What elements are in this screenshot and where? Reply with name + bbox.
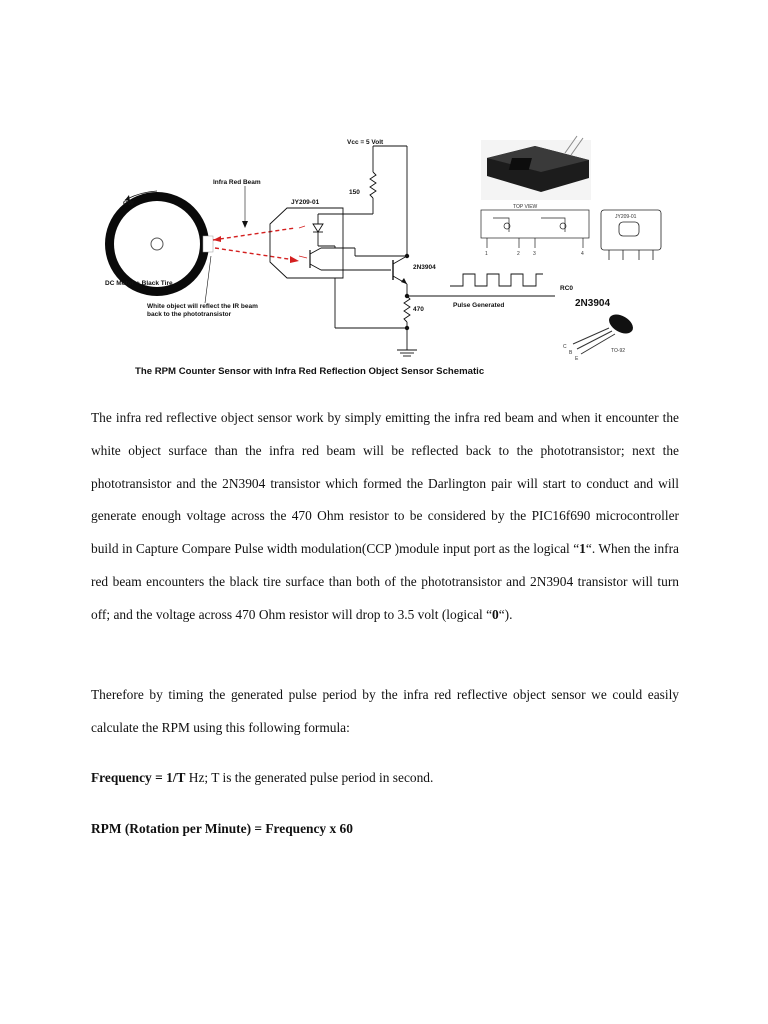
junction-dots bbox=[404, 253, 410, 331]
logical-one: 1 bbox=[579, 541, 586, 557]
figure-caption: The RPM Counter Sensor with Infra Red Re… bbox=[135, 366, 485, 377]
rpm-formula-text: RPM (Rotation per Minute) = Frequency x … bbox=[91, 821, 353, 836]
ir-beams bbox=[212, 227, 299, 263]
rc0-label: RC0 bbox=[560, 285, 573, 292]
to92-drawing bbox=[572, 314, 633, 355]
part-label: 2N3904 bbox=[575, 298, 610, 309]
frequency-formula-bold: Frequency = 1/T bbox=[91, 770, 186, 785]
schematic-svg: CW DC Motor + Black Tire White object wi… bbox=[105, 135, 662, 377]
r150-label: 150 bbox=[349, 189, 360, 196]
r470-label: 470 bbox=[413, 306, 424, 313]
q-label: 2N3904 bbox=[413, 264, 436, 271]
frequency-formula-rest: Hz; T is the generated pulse period in s… bbox=[185, 770, 434, 785]
package-outline bbox=[600, 209, 662, 260]
pin-c: C bbox=[563, 344, 567, 350]
package-label: JY209-01 bbox=[615, 214, 637, 220]
vcc-label: Vcc = 5 Volt bbox=[347, 139, 384, 146]
para1-text-d: “). bbox=[498, 606, 513, 622]
top-view-pinout bbox=[480, 209, 590, 248]
frequency-formula: Frequency = 1/T Hz; T is the generated p… bbox=[91, 768, 679, 788]
pin-2: 2 bbox=[517, 251, 520, 257]
rpm-formula: RPM (Rotation per Minute) = Frequency x … bbox=[91, 819, 679, 839]
top-view-label: TOP VIEW bbox=[513, 204, 538, 210]
note-line-1: White object will reflect the IR beam bbox=[147, 303, 258, 310]
sensor-module bbox=[269, 207, 344, 279]
sensor-label: JY209-01 bbox=[291, 199, 320, 206]
pulse-label: Pulse Generated bbox=[453, 302, 504, 309]
schematic-figure: CW DC Motor + Black Tire White object wi… bbox=[95, 128, 675, 378]
circuit-wiring bbox=[318, 145, 555, 357]
cw-label: CW bbox=[123, 200, 135, 207]
para1-text-c: “. When the infra red beam encounters th… bbox=[91, 541, 679, 622]
pin-3: 3 bbox=[533, 251, 536, 257]
pin-e: E bbox=[575, 356, 579, 362]
to92-label: TO-92 bbox=[611, 348, 625, 354]
para1-text-a: The infra red reflective object sensor w… bbox=[91, 410, 679, 557]
paragraph-1: The infra red reflective object sensor w… bbox=[91, 402, 679, 632]
pin-b: B bbox=[569, 350, 573, 356]
note-line-2: back to the phototransistor bbox=[147, 311, 232, 318]
tire-drawing bbox=[105, 190, 214, 296]
pin-4: 4 bbox=[581, 251, 584, 257]
motor-label: DC Motor + Black Tire bbox=[105, 280, 173, 287]
beam-label: Infra Red Beam bbox=[213, 179, 261, 186]
paragraph-2: Therefore by timing the generated pulse … bbox=[91, 687, 679, 735]
pin-1: 1 bbox=[485, 251, 488, 257]
logical-zero: 0 bbox=[492, 606, 499, 622]
sensor-photo bbox=[481, 135, 591, 200]
